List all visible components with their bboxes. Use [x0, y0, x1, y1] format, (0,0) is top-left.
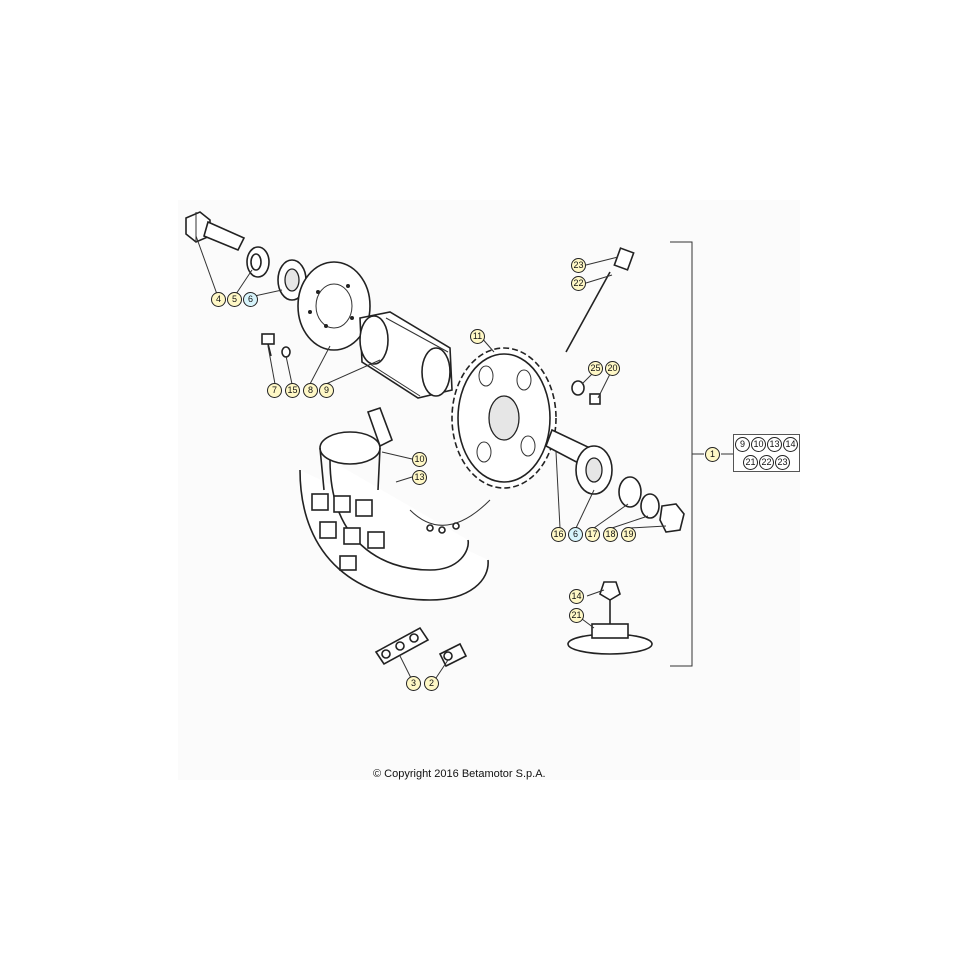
callout-8[interactable]: 8: [303, 383, 318, 398]
rim-lock-part: [567, 581, 653, 655]
callout-4[interactable]: 4: [211, 292, 226, 307]
copyright-notice: © Copyright 2016 Betamotor S.p.A.: [373, 768, 546, 780]
callout-18[interactable]: 18: [603, 527, 618, 542]
callout-20[interactable]: 20: [605, 361, 620, 376]
callout-6-right[interactable]: 6: [568, 527, 583, 542]
sprocket-part: [451, 347, 557, 489]
kit-item[interactable]: 14: [783, 437, 798, 452]
kit-item[interactable]: 23: [775, 455, 790, 470]
callout-1-wheel-kit[interactable]: 1: [705, 447, 720, 462]
callout-17[interactable]: 17: [585, 527, 600, 542]
sprocket-screw-part: [571, 380, 601, 405]
callout-22-spoke[interactable]: 22: [571, 276, 586, 291]
leader-lines: [195, 235, 733, 685]
kit-item[interactable]: 9: [735, 437, 750, 452]
callout-5[interactable]: 5: [227, 292, 242, 307]
callout-9[interactable]: 9: [319, 383, 334, 398]
callout-19[interactable]: 19: [621, 527, 636, 542]
callout-10[interactable]: 10: [412, 452, 427, 467]
callout-7[interactable]: 7: [267, 383, 282, 398]
axle-bolt-part: [185, 211, 246, 252]
callout-23-spoke[interactable]: 23: [571, 258, 586, 273]
tyre-and-rim-part: [299, 406, 491, 601]
callout-21[interactable]: 21: [569, 608, 584, 623]
wheel-hub-part: [359, 311, 453, 399]
callout-14[interactable]: 14: [569, 589, 584, 604]
chain-part: [374, 626, 468, 668]
kit-item[interactable]: 21: [743, 455, 758, 470]
kit-item[interactable]: 10: [751, 437, 766, 452]
right-side-parts: [545, 428, 685, 533]
callout-16[interactable]: 16: [551, 527, 566, 542]
callout-6-left[interactable]: 6: [243, 292, 258, 307]
diagram-panel: [178, 200, 800, 780]
kit-contents-box: 9 10 13 14 21 22 23: [733, 434, 800, 472]
spacer-part: [246, 246, 270, 278]
callout-13[interactable]: 13: [412, 470, 427, 485]
callout-3[interactable]: 3: [406, 676, 421, 691]
callout-11[interactable]: 11: [470, 329, 485, 344]
callout-2[interactable]: 2: [424, 676, 439, 691]
disc-screw-part: [261, 333, 291, 358]
kit-item[interactable]: 22: [759, 455, 774, 470]
callout-15[interactable]: 15: [285, 383, 300, 398]
spoke-part: [565, 247, 635, 353]
kit-item[interactable]: 13: [767, 437, 782, 452]
callout-25[interactable]: 25: [588, 361, 603, 376]
brake-disc-part: [297, 261, 371, 351]
